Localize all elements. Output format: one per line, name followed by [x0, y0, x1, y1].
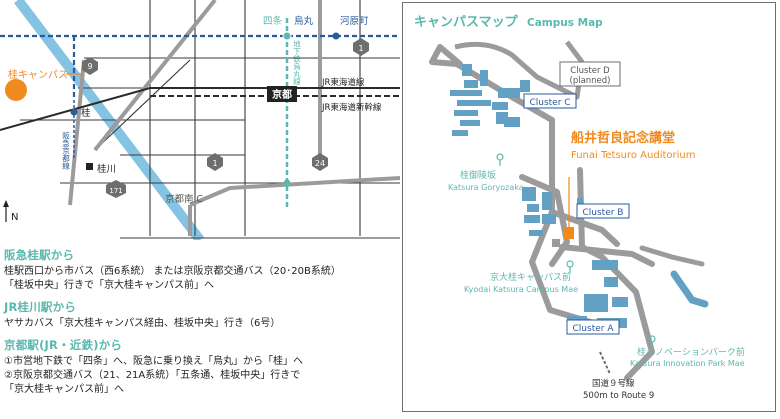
bus-stop-innovation-icon — [648, 335, 656, 348]
route-9-road — [670, 270, 709, 308]
svg-text:24: 24 — [315, 159, 325, 168]
katsuragawa-label: 桂川 — [97, 163, 116, 175]
svg-text:N: N — [11, 212, 18, 223]
interchange-label: 京都南IC — [165, 193, 203, 205]
cluster-d-label: Cluster D (planned) — [559, 61, 621, 87]
auditorium-label-ja: 船井哲良記念講堂 — [571, 130, 675, 146]
route9-label-en: 500m to Route 9 — [583, 391, 654, 401]
katsura-station-icon — [70, 108, 78, 116]
shijo-label: 四条 — [263, 15, 283, 27]
direction-heading: 阪急桂駅から — [4, 248, 75, 262]
katsuragawa-station-icon — [86, 163, 93, 170]
directions-panel: 阪急桂駅から 桂駅西口から市バス（西6系統） または京阪京都交通バス（20･20… — [4, 247, 396, 403]
katsura-campus-marker-icon — [5, 79, 27, 101]
cluster-b-label: Cluster B — [576, 203, 630, 219]
hankyu-line-label: 阪急京都線 — [61, 132, 70, 170]
campus-map-title: キャンパスマップ — [414, 15, 519, 30]
direction-heading: JR桂川駅から — [4, 300, 77, 314]
svg-text:(planned): (planned) — [570, 76, 611, 86]
cluster-c-label: Cluster C — [523, 93, 577, 109]
campus-map-title-en: Campus Map — [527, 17, 603, 29]
direction-jr-katsuragawa: JR桂川駅から ヤサカバス「京大桂キャンパス経由、桂坂中央」行き（6号） — [4, 299, 396, 331]
shijo-station-icon — [282, 31, 292, 41]
direction-hankyu: 阪急桂駅から 桂駅西口から市バス（西6系統） または京阪京都交通バス（20･20… — [4, 247, 396, 293]
jujo-station-icon — [283, 179, 291, 187]
kawaramachi-station-icon — [332, 32, 340, 40]
direction-line: 「桂坂中央」行きで「京大桂キャンパス前」へ — [4, 280, 214, 291]
direction-line: 「京大桂キャンパス前」へ — [4, 384, 124, 395]
katsura-label: 桂 — [81, 107, 91, 119]
route-shields: 9 1 1 24 171 — [82, 38, 369, 198]
innovation-label-en: Katsura Innovation Park Mae — [630, 359, 745, 368]
katsura-campus-label: 桂キャンパス — [8, 68, 68, 81]
hankyu-line — [0, 34, 400, 100]
svg-text:9: 9 — [87, 62, 92, 71]
direction-line: ②京阪京都交通バス（21、21A系統）「五条通、桂坂中央」行きで — [4, 370, 301, 381]
campus-mae-label-ja: 京大桂キャンパス前 — [490, 271, 571, 283]
main-roads — [68, 0, 400, 236]
jr-tokaido-label: JR東海道線 — [321, 77, 365, 88]
svg-text:Cluster C: Cluster C — [529, 98, 570, 108]
direction-kyoto-station: 京都駅(JR・近鉄)から ①市営地下鉄で「四条」へ、阪急に乗り換え「烏丸」から「… — [4, 337, 396, 397]
kyoto-station-label: 京都 — [272, 88, 292, 101]
direction-line: ヤサカバス「京大桂キャンパス経由、桂坂中央」行き（6号） — [4, 318, 281, 329]
svg-text:Cluster D: Cluster D — [570, 66, 610, 76]
svg-text:Cluster A: Cluster A — [573, 324, 615, 334]
kyoto-station-box — [267, 86, 297, 102]
auditorium-label-en: Funai Tetsuro Auditorium — [571, 150, 696, 161]
direction-heading: 京都駅(JR・近鉄)から — [4, 338, 123, 352]
direction-line: 桂駅西口から市バス（西6系統） または京阪京都交通バス（20･20B系統） — [4, 266, 341, 277]
route-9-icon: 9 — [82, 57, 98, 75]
route9-label-ja: 国道９号線 — [592, 378, 635, 389]
karasuma-label: 烏丸 — [294, 15, 314, 27]
campus-map: キャンパスマップ Campus Map — [402, 2, 776, 412]
direction-line: ①市営地下鉄で「四条」へ、阪急に乗り換え「烏丸」から「桂」へ — [4, 356, 303, 367]
bus-stop-goryozaka-icon — [496, 153, 504, 166]
goryozaka-label-en: Katsura Goryozaka — [448, 183, 524, 192]
small-building-icon — [552, 239, 560, 247]
route-1-south-icon: 1 — [207, 153, 223, 171]
route-171-icon: 171 — [106, 180, 126, 198]
bus-stop-campus-mae-icon — [566, 260, 574, 273]
area-map: 9 1 1 24 171 京都 桂キャンパス 四条 烏丸 河原町 桂 桂川 京都… — [0, 0, 400, 240]
svg-text:1: 1 — [358, 44, 363, 53]
jr-lines — [0, 87, 400, 131]
route-24-icon: 24 — [312, 153, 328, 171]
svg-text:Cluster B: Cluster B — [583, 208, 624, 218]
cluster-c-buildings — [450, 64, 530, 136]
campus-mae-label-en: Kyodai Katsura Campus Mae — [464, 285, 578, 294]
innovation-label-ja: 桂イノベーションパーク前 — [637, 346, 745, 358]
cluster-a-label: Cluster A — [566, 319, 620, 335]
kawaramachi-label: 河原町 — [340, 15, 369, 27]
north-arrow-icon: N — [3, 200, 18, 223]
svg-text:171: 171 — [109, 187, 122, 195]
goryozaka-label-ja: 桂御陵坂 — [460, 169, 496, 181]
jr-shinkansen-label: JR東海道新幹線 — [321, 102, 382, 113]
subway-line-label: 地下鉄烏丸線 — [292, 39, 301, 86]
funai-auditorium-icon — [564, 227, 574, 239]
route-1-north-icon: 1 — [353, 38, 369, 56]
svg-text:1: 1 — [212, 159, 217, 168]
